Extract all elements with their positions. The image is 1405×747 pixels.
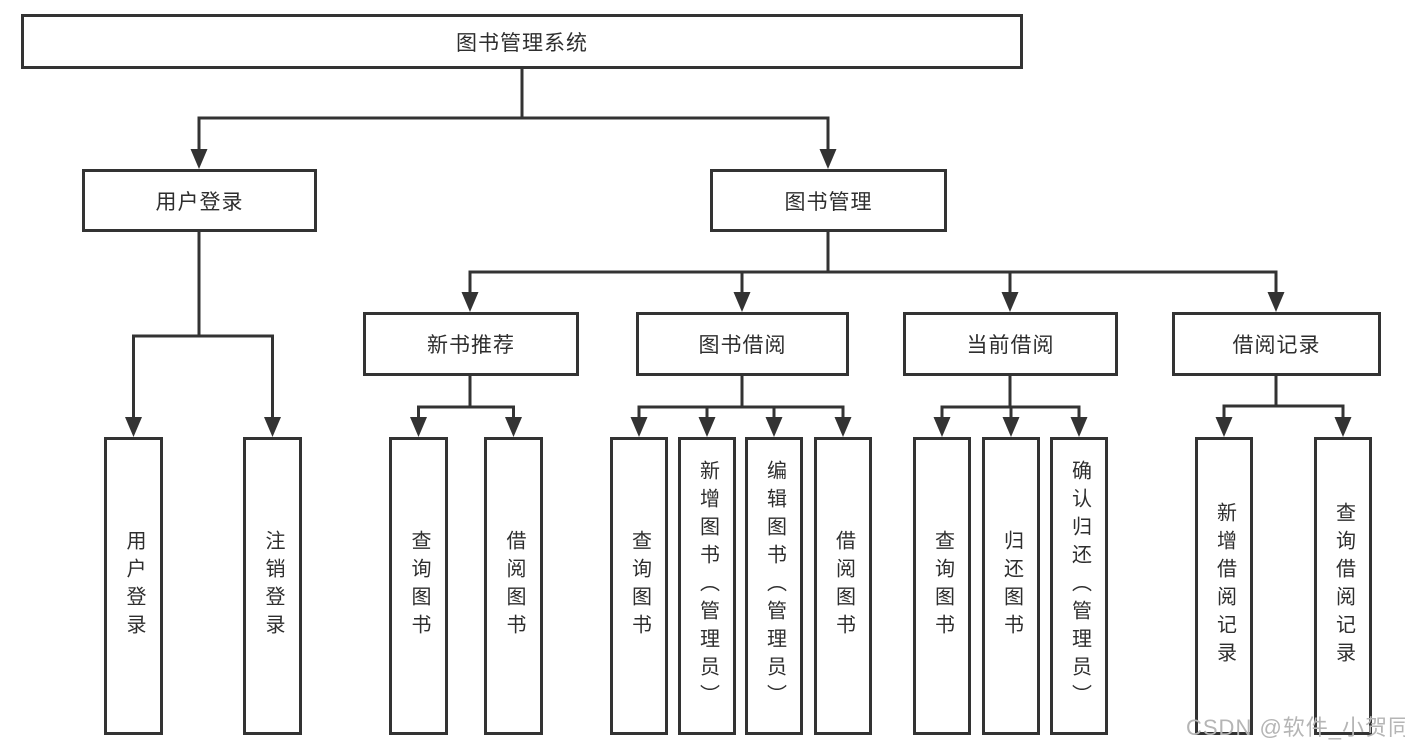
leaf-borrow-books-label: 借阅图书 — [832, 530, 855, 642]
leaf-logout-label: 注销登录 — [262, 530, 284, 642]
leaf-edit-books-admin: 编辑图书（管理员） — [745, 437, 803, 735]
leaf-recommend-borrow-books: 借阅图书 — [484, 437, 543, 735]
leaf-add-borrow-record: 新增借阅记录 — [1195, 437, 1253, 735]
leaf-borrow-books: 借阅图书 — [814, 437, 872, 735]
leaf-add-borrow-record-label: 新增借阅记录 — [1213, 502, 1236, 670]
leaf-edit-books-admin-label: 编辑图书（管理员） — [763, 460, 786, 712]
leaf-recommend-query-books: 查询图书 — [389, 437, 448, 735]
leaf-current-query-books-label: 查询图书 — [931, 530, 954, 642]
node-current-borrow: 当前借阅 — [903, 312, 1118, 376]
leaf-confirm-return-admin-label: 确认归还（管理员） — [1068, 460, 1091, 712]
leaf-current-query-books: 查询图书 — [913, 437, 971, 735]
leaf-borrow-query-books-label: 查询图书 — [628, 530, 651, 642]
leaf-add-books-admin: 新增图书（管理员） — [678, 437, 736, 735]
leaf-confirm-return-admin: 确认归还（管理员） — [1050, 437, 1108, 735]
leaf-query-borrow-record-label: 查询借阅记录 — [1332, 502, 1355, 670]
node-borrow-records: 借阅记录 — [1172, 312, 1381, 376]
leaf-user-login-label: 用户登录 — [123, 530, 145, 642]
leaf-return-books: 归还图书 — [982, 437, 1040, 735]
node-root-label: 图书管理系统 — [456, 31, 588, 55]
leaf-borrow-query-books: 查询图书 — [610, 437, 668, 735]
csdn-watermark: CSDN @软件_小贺同学 — [1186, 715, 1405, 740]
arrowheads — [125, 149, 1352, 437]
leaf-add-books-admin-label: 新增图书（管理员） — [696, 460, 719, 712]
node-book-management: 图书管理 — [710, 169, 947, 232]
leaf-return-books-label: 归还图书 — [1000, 530, 1023, 642]
node-borrow-records-label: 借阅记录 — [1232, 334, 1321, 357]
node-current-borrow-label: 当前借阅 — [966, 334, 1055, 357]
node-root: 图书管理系统 — [21, 14, 1023, 69]
node-book-borrow: 图书借阅 — [636, 312, 849, 376]
node-new-book-recommend-label: 新书推荐 — [427, 334, 515, 357]
node-user-login-label: 用户登录 — [155, 190, 244, 214]
node-book-management-label: 图书管理 — [784, 190, 873, 214]
leaf-recommend-query-books-label: 查询图书 — [408, 530, 430, 642]
node-book-borrow-label: 图书借阅 — [698, 334, 787, 357]
leaf-recommend-borrow-books-label: 借阅图书 — [503, 530, 525, 642]
node-user-login: 用户登录 — [82, 169, 317, 232]
leaf-user-login: 用户登录 — [104, 437, 163, 735]
node-new-book-recommend: 新书推荐 — [363, 312, 579, 376]
leaf-logout: 注销登录 — [243, 437, 302, 735]
leaf-query-borrow-record: 查询借阅记录 — [1314, 437, 1372, 735]
